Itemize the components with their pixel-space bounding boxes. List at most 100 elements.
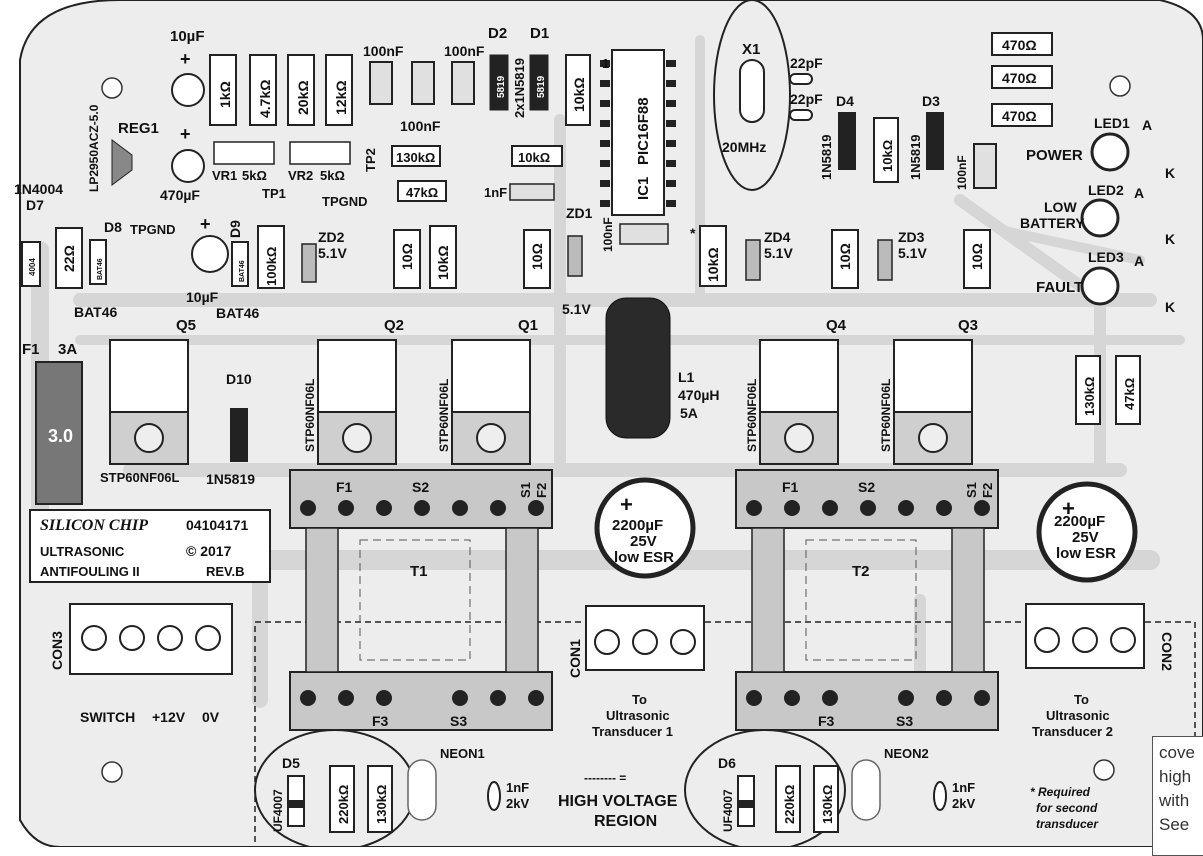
c-22pf-a-label: 22pF <box>790 55 823 71</box>
t1-label: T1 <box>410 563 428 580</box>
c-100nf-e-label: 100nF <box>601 217 615 252</box>
con2-ultrasonic: Ultrasonic <box>1046 708 1110 723</box>
d3-body <box>926 112 944 170</box>
d5-label: D5 <box>282 755 300 771</box>
t1-pin-f2: F2 <box>534 483 549 498</box>
c-100nf-d <box>973 143 997 189</box>
c-22pf-a <box>789 73 813 85</box>
r-130k-d-label: 130kΩ <box>820 785 835 824</box>
q3-part-label: STP60NF06L <box>879 379 893 452</box>
d2-body <box>489 54 509 111</box>
led3-a: A <box>1134 253 1144 269</box>
c-100nf-e <box>619 223 669 245</box>
c-470uf <box>171 149 205 183</box>
power-label: POWER <box>1026 147 1083 164</box>
c-470uf-label: 470µF <box>160 187 200 203</box>
ic1-pins <box>600 60 676 207</box>
zd3-label: ZD3 <box>898 229 925 245</box>
d8-body <box>89 239 107 285</box>
q1-label: Q1 <box>518 317 538 334</box>
c-2200uf-b-voltage: 25V <box>1072 529 1099 546</box>
r-220k-b-label: 220kΩ <box>782 785 797 824</box>
f1-fuse <box>35 361 83 505</box>
r-10-a-label: 10Ω <box>399 243 415 270</box>
mount-hole-br <box>1093 759 1115 781</box>
d4-body <box>838 112 856 170</box>
t2-pin-f2: F2 <box>980 483 995 498</box>
tpgnd-b-label: TPGND <box>322 194 368 209</box>
d9-label: D9 <box>227 220 243 238</box>
t2-pin-f1: F1 <box>782 479 799 495</box>
c-100nf-d-label: 100nF <box>955 155 969 190</box>
vr2-body <box>289 141 351 165</box>
tp2-label: TP2 <box>363 148 378 172</box>
r-47k-b <box>1115 355 1141 425</box>
logo-block <box>29 509 271 583</box>
t2-pin-s1: S1 <box>964 482 979 498</box>
r-470-stack <box>991 32 1053 127</box>
q4-part-label: STP60NF06L <box>745 379 759 452</box>
r-10-b-label: 10Ω <box>529 243 545 270</box>
r-470-c-label: 470Ω <box>1002 108 1037 124</box>
c-100nf-c-label: 100nF <box>400 118 441 134</box>
d4-label: D4 <box>836 93 854 109</box>
mount-hole-tl <box>101 77 123 99</box>
t1-pin-s2: S2 <box>412 479 429 495</box>
c-10uf-plus: + <box>180 49 191 69</box>
brand-logo: SILICON CHIP <box>40 517 148 534</box>
vr2-label: VR2 <box>288 168 313 183</box>
con3-label: CON3 <box>49 631 65 670</box>
d2-label: D2 <box>488 25 507 42</box>
transformer-t2 <box>735 469 999 731</box>
x1-label: X1 <box>742 41 760 58</box>
q5-label: Q5 <box>176 317 196 334</box>
zd2-body <box>301 243 317 283</box>
transformer-t1 <box>289 469 553 731</box>
d3-label: D3 <box>922 93 940 109</box>
x1-freq-label: 20MHz <box>722 139 766 155</box>
reg1-part-label: LP2950ACZ-5.0 <box>87 104 101 192</box>
required-note-3: transducer <box>1036 817 1099 831</box>
q4-label: Q4 <box>826 317 847 334</box>
zd1-voltage: 5.1V <box>562 301 591 317</box>
d9-body <box>231 241 249 287</box>
con3-12v: +12V <box>152 709 186 725</box>
t2-pin-f3: F3 <box>818 713 835 729</box>
con2-to: To <box>1074 692 1089 707</box>
q1-part-label: STP60NF06L <box>437 379 451 452</box>
t1-pin-s3: S3 <box>450 713 467 729</box>
r-10-d-label: 10Ω <box>969 243 985 270</box>
board-title-2: ANTIFOULING II <box>40 564 140 579</box>
c-10uf-top <box>171 73 205 107</box>
t2-label: T2 <box>852 563 870 580</box>
vr2-value: 5kΩ <box>320 168 345 183</box>
neon2-label: NEON2 <box>884 746 929 761</box>
d9-body-text: BAT46 <box>239 260 246 282</box>
r-470-b-label: 470Ω <box>1002 70 1037 86</box>
c-1nf-mid-label: 1nF <box>484 185 507 200</box>
zd4-body <box>745 239 761 281</box>
d2-body-text: 5819 <box>496 75 507 98</box>
bat46-a-label: BAT46 <box>74 304 118 320</box>
led3 <box>1080 266 1120 306</box>
r-22-label: 22Ω <box>61 245 77 272</box>
transformer-pads <box>300 500 990 706</box>
r-10-d <box>963 229 991 289</box>
battery-label: BATTERY <box>1020 215 1085 231</box>
c-100nf-a-label: 100nF <box>363 43 404 59</box>
led1-a: A <box>1142 117 1152 133</box>
mount-hole-bl <box>101 761 123 783</box>
c-2200uf-a-voltage: 25V <box>630 533 657 550</box>
led1 <box>1090 132 1130 172</box>
r-130k-c <box>367 765 393 833</box>
d1-body <box>529 54 549 111</box>
neon1-label: NEON1 <box>440 746 485 761</box>
d6-band <box>738 800 754 808</box>
d7-part-label: 1N4004 <box>14 181 63 197</box>
board-copyright: © 2017 <box>186 543 232 559</box>
r-130k-label: 130kΩ <box>396 150 435 165</box>
ic1-pin1-label: 1 <box>602 56 609 71</box>
zd2-voltage: 5.1V <box>318 245 347 261</box>
con2-transducer: Transducer 2 <box>1032 724 1113 739</box>
